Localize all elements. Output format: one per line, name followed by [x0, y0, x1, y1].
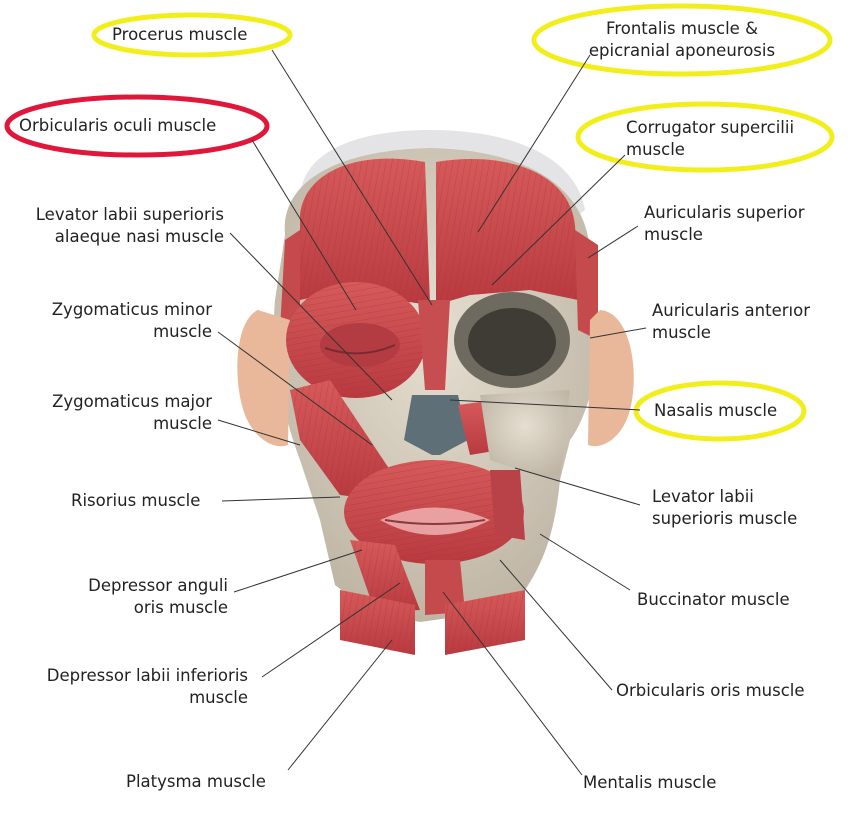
mentalis [425, 560, 465, 615]
label-orbicularis-oris: Orbicularis oris muscle [616, 681, 805, 700]
label-buccinator: Buccinator muscle [637, 590, 790, 609]
highlight-corrugator [575, 101, 835, 173]
maxilla-right [480, 390, 570, 480]
label-levator-labii-superioris: Levator labii superioris muscle [652, 487, 798, 528]
label-depressor-labii-inferioris: Depressor labii inferioris muscle [46, 666, 248, 707]
lips [380, 507, 490, 535]
frontalis-right-fibers [436, 159, 578, 305]
label-mentalis: Mentalis muscle [583, 773, 717, 792]
ear-left [237, 310, 290, 447]
label-platysma: Platysma muscle [126, 772, 266, 791]
highlight-nasalis [633, 380, 807, 442]
label-levator-labii-alaeque: Levator labii superioris alaeque nasi mu… [35, 205, 224, 246]
highlight-orbicularis-oculi [4, 94, 270, 158]
label-depressor-anguli-oris: Depressor anguli oris muscle [88, 576, 228, 617]
nose [404, 395, 468, 455]
label-auricularis-anterior: Auricularis anterıor muscle [652, 301, 810, 342]
label-corrugator-supercilii: Corrugator supercilii muscle [626, 118, 795, 159]
label-risorius: Risorius muscle [71, 491, 201, 510]
procerus [418, 300, 450, 390]
buccinator-right [490, 470, 525, 540]
leader-lines [217, 49, 647, 776]
frontalis-left-fibers [300, 158, 430, 305]
label-orbicularis-oculi: Orbicularis oculi muscle [19, 116, 217, 135]
auricularis-right [575, 230, 598, 340]
auricularis-left [280, 230, 300, 330]
label-zygomaticus-minor: Zygomaticus minor muscle [51, 300, 212, 341]
highlight-frontalis [531, 3, 833, 77]
highlight-procerus [91, 12, 293, 58]
label-auricularis-superior: Auricularis superior muscle [644, 203, 805, 244]
ear-right [588, 310, 634, 447]
label-zygomaticus-major: Zygomaticus major muscle [52, 392, 212, 433]
label-procerus: Procerus muscle [112, 25, 248, 44]
label-frontalis: Frontalis muscle & epicranial aponeurosi… [588, 19, 776, 60]
label-nasalis: Nasalis muscle [654, 401, 778, 420]
